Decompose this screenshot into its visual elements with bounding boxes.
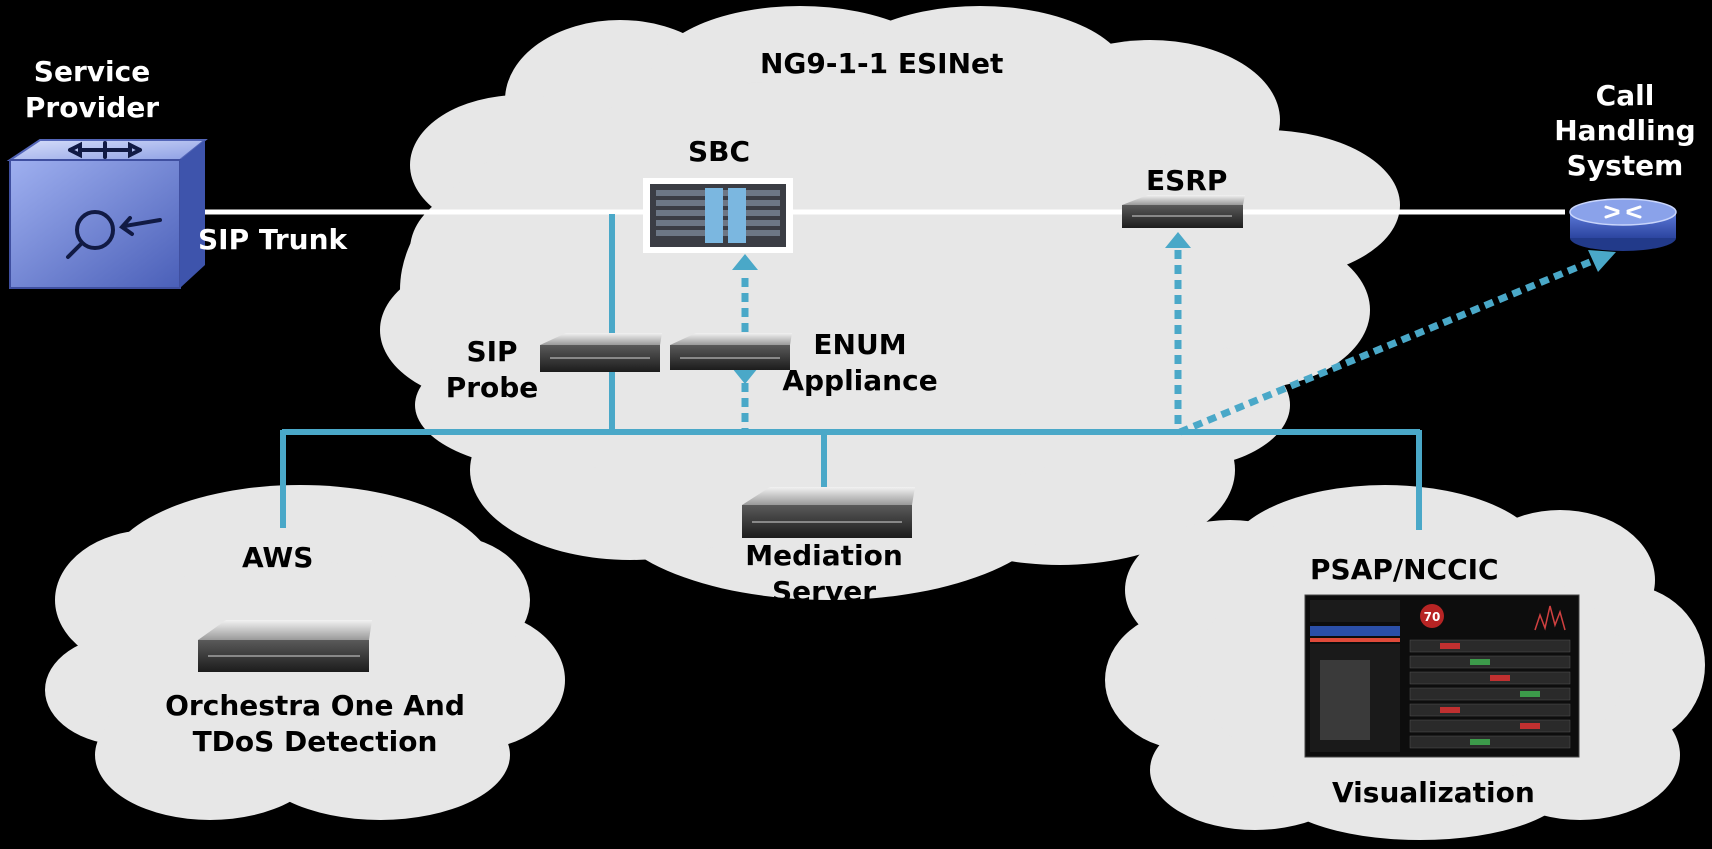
rack-cabinet-icon <box>643 178 793 253</box>
enum-appliance-label: ENUM Appliance <box>782 328 938 397</box>
esrp-label: ESRP <box>1146 164 1228 197</box>
esrp-server-icon <box>1122 195 1245 228</box>
sbc-label: SBC <box>688 135 751 168</box>
aws-server-icon <box>198 620 372 672</box>
visualization-label: Visualization <box>1332 776 1535 809</box>
dashboard-screenshot: 70 <box>1304 594 1580 758</box>
enum-server-icon <box>670 333 792 370</box>
mediation-server-icon <box>742 487 915 538</box>
orchestra-label: Orchestra One And TDoS Detection <box>165 689 465 758</box>
aws-label: AWS <box>242 541 314 574</box>
sip-probe-label: SIP Probe <box>445 335 539 404</box>
dashboard-badge: 70 <box>1424 610 1441 624</box>
sip-probe-server-icon <box>540 333 662 372</box>
mediation-label: Mediation Server <box>745 539 903 608</box>
router-icon <box>1569 198 1677 251</box>
call-handling-dashed-link <box>1178 250 1616 436</box>
service-provider-label: Service Provider <box>24 55 160 124</box>
sip-trunk-label: SIP Trunk <box>198 223 348 256</box>
esrp-dashed-link <box>1165 232 1191 432</box>
esinet-title: NG9-1-1 ESINet <box>760 47 1004 80</box>
call-handling-label: Call Handling System <box>1554 79 1696 182</box>
psap-label: PSAP/NCCIC <box>1310 553 1499 586</box>
aws-cloud <box>45 485 565 820</box>
router-switch-icon <box>6 139 208 289</box>
